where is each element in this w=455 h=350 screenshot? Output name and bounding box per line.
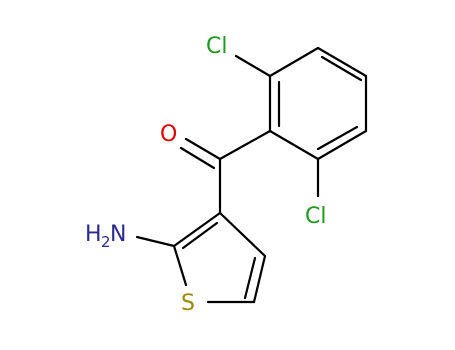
- amine-n-label: N: [110, 222, 126, 247]
- sulfur-label: S: [181, 291, 195, 316]
- bond-ring-carbonyl: [218, 129, 272, 161]
- bond-th-c3-c2-inner: [181, 221, 219, 250]
- amine-subscript: 2: [101, 233, 111, 251]
- chlorine-bottom-label: Cl: [305, 204, 326, 229]
- bond-ring-c5-c5-inner: [316, 125, 359, 151]
- bond-ring-c2-c3: [316, 46, 368, 78]
- bond-th-c2-s: [172, 244, 188, 287]
- bond-th-c5-c4-inner: [243, 256, 257, 300]
- benzene-ring: [268, 46, 368, 161]
- bond-carbonyl-o-2: [179, 146, 216, 170]
- bond-c1-cl-top: [234, 54, 272, 78]
- amine-label: H 2 N: [85, 222, 126, 251]
- bond-ring-c1-c2: [268, 46, 320, 78]
- amine-h-label: H: [85, 222, 102, 247]
- bond-th-c3-c2: [172, 211, 222, 248]
- chlorine-top-label: Cl: [206, 34, 227, 59]
- bond-c2-nh2: [135, 235, 176, 248]
- bond-ring-c5-c6: [268, 129, 320, 161]
- bond-th-c4-c3: [218, 211, 267, 258]
- bond-th-c5-c4: [252, 254, 267, 304]
- oxygen-label: O: [160, 122, 177, 147]
- thiophene-ring: [172, 211, 267, 304]
- bond-ring-c4-c5: [316, 129, 368, 161]
- bond-carbonyl-o-1: [184, 137, 222, 161]
- bond-ring-c3-c3-inner: [320, 55, 363, 82]
